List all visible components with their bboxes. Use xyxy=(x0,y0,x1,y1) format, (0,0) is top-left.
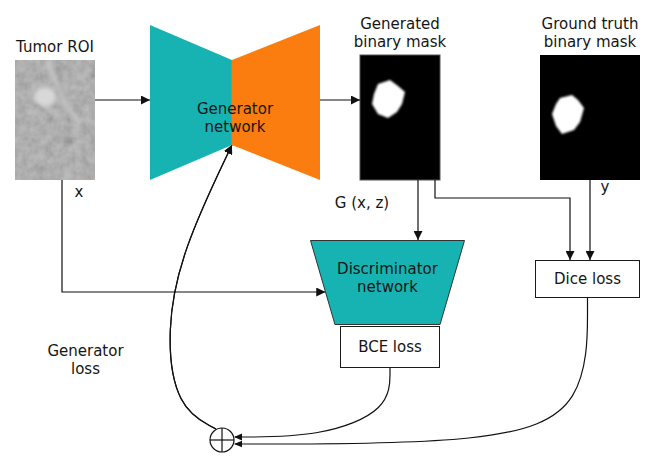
arrow-connector xyxy=(95,99,150,100)
variable-label: x xyxy=(72,183,86,201)
sum-cross xyxy=(221,428,222,452)
tumor-roi-image xyxy=(15,60,95,180)
roi-texture xyxy=(15,60,95,180)
image-frame xyxy=(360,55,440,180)
discriminator-network: Discriminator network xyxy=(310,240,465,325)
image-title: Ground truth binary mask xyxy=(528,15,652,51)
arrow-connector xyxy=(417,180,418,240)
arrow-connector xyxy=(62,180,325,292)
loss-label: Generator loss xyxy=(38,342,133,378)
mask-image: Generated binary mask xyxy=(348,15,452,180)
arrow-connector xyxy=(589,180,590,260)
image-frame xyxy=(15,60,95,180)
mask-blob xyxy=(552,95,584,134)
arrow-connector xyxy=(320,99,360,100)
generator-network: Generator network xyxy=(150,25,320,180)
variable-label: y xyxy=(598,178,612,196)
mask-ground xyxy=(360,55,440,180)
mask-ground xyxy=(540,55,640,180)
roi-ground xyxy=(15,60,95,180)
mask-blob xyxy=(372,80,405,118)
network-name: Discriminator network xyxy=(325,260,450,296)
loss-name: BCE loss xyxy=(358,338,422,356)
loss-box: Dice loss xyxy=(535,260,640,298)
discriminator-body xyxy=(311,241,465,325)
text-holder: Discriminator network xyxy=(310,240,465,325)
input-image: Tumor ROI xyxy=(0,38,110,180)
mask-image: Ground truth binary mask xyxy=(528,15,652,180)
loss-name: Dice loss xyxy=(554,270,621,288)
arrow-connector xyxy=(170,145,587,444)
text-holder: Dice loss xyxy=(536,261,639,297)
sum-symbol xyxy=(210,428,242,452)
network-name: Generator network xyxy=(180,100,290,136)
image-frame xyxy=(540,55,640,180)
loss-box: BCE loss xyxy=(340,326,440,368)
generated-mask-image xyxy=(360,55,440,180)
text-holder: BCE loss xyxy=(341,327,439,367)
image-title: Generated binary mask xyxy=(348,15,452,51)
ground-truth-mask-image xyxy=(540,55,640,180)
image-title: Tumor ROI xyxy=(16,38,94,56)
tumor-blob xyxy=(34,87,56,107)
text-holder: Generator network xyxy=(150,25,320,180)
connector-group xyxy=(62,100,590,444)
sum-circle xyxy=(210,428,234,452)
variable-label: G (x, z) xyxy=(322,194,402,212)
